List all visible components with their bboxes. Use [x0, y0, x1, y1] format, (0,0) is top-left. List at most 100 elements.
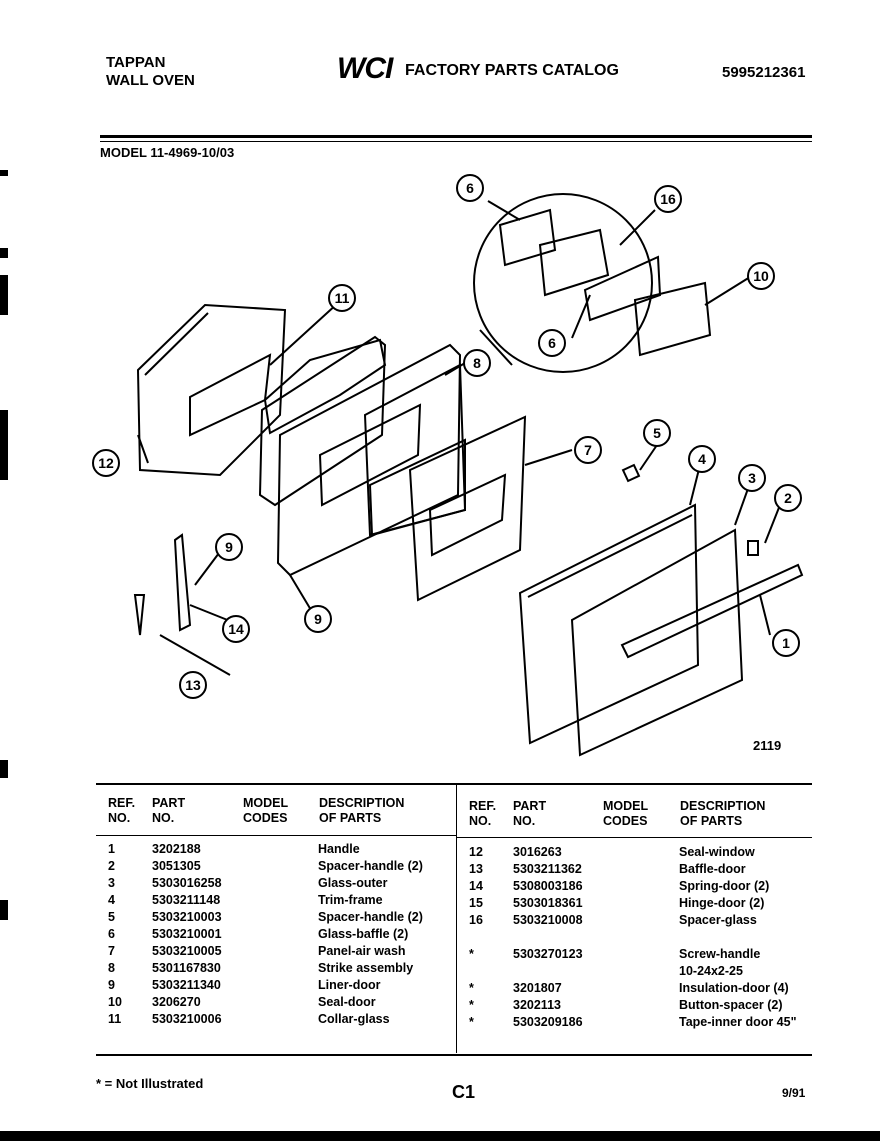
cell-part	[513, 964, 679, 981]
table-center-divider	[456, 783, 457, 1053]
callout-4	[688, 445, 716, 473]
svg-text:11: 11	[335, 290, 350, 306]
cell-desc: Strike assembly	[318, 961, 414, 975]
cell-ref: 3	[108, 876, 115, 890]
cell-ref: 16	[469, 913, 483, 927]
cell-desc: Handle	[318, 842, 360, 856]
callout-14	[179, 671, 207, 699]
cell-part: 5303210006	[152, 1012, 222, 1026]
cell-desc: Glass-outer	[318, 876, 388, 890]
callout-9	[304, 605, 332, 633]
cell-part: 5303211148	[152, 893, 221, 907]
binding-mark	[0, 760, 8, 778]
model-number: MODEL 11-4969-10/03	[100, 145, 235, 160]
part-7-panel	[408, 415, 527, 602]
cell-desc: Trim-frame	[318, 893, 383, 907]
cell-part: 3206270	[152, 995, 201, 1009]
cell-desc: Tape-inner door 45"	[679, 1015, 797, 1029]
cell-desc: Insulation-door (4)	[679, 981, 789, 995]
wci-logo: WCI	[337, 52, 395, 84]
cell-ref: *	[469, 981, 474, 995]
cell-part: 3202113	[513, 998, 561, 1012]
svg-text:3: 3	[748, 470, 756, 486]
cell-desc: Screw-handle	[679, 947, 761, 961]
cell-part: 5303270123	[513, 947, 583, 961]
svg-text:13: 13	[185, 677, 201, 693]
table-row: 9 5303211340 Liner-door	[108, 978, 448, 995]
part-8-strike	[363, 363, 467, 537]
brand-line-2: WALL OVEN	[106, 72, 195, 89]
table-row: * 3201807 Insulation-door (4)	[469, 981, 819, 998]
footnote-not-illustrated: * = Not Illustrated	[96, 1076, 204, 1091]
cell-desc: Liner-door	[318, 978, 381, 992]
table-bottom-rule	[96, 1054, 812, 1056]
header-rule-thin	[100, 141, 812, 142]
cell-ref: 10	[108, 995, 122, 1009]
cell-part: 3016263	[513, 845, 562, 859]
callout-12	[328, 284, 356, 312]
callout-11	[747, 262, 775, 290]
cell-part: 5303210003	[152, 910, 222, 924]
cell-part: 5303210001	[152, 927, 222, 941]
callout-13	[92, 449, 120, 477]
callout-2	[774, 484, 802, 512]
cell-ref: 11	[108, 1012, 122, 1026]
cell-part: 5303211340	[152, 978, 221, 992]
part-5-spacer	[621, 463, 641, 483]
svg-text:6: 6	[466, 180, 474, 196]
binding-mark	[0, 248, 8, 258]
part-3-glass-outer	[570, 528, 744, 757]
cell-ref: 8	[108, 961, 115, 975]
svg-text:12: 12	[98, 455, 114, 471]
svg-text:1: 1	[782, 635, 790, 651]
callout-5	[643, 419, 671, 447]
figure-number: 2119	[753, 738, 781, 753]
table-top-rule	[96, 783, 812, 785]
callout-7	[574, 436, 602, 464]
cell-desc: Spring-door (2)	[679, 879, 770, 893]
cell-part: 3201807	[513, 981, 562, 995]
cell-ref: 9	[108, 978, 115, 992]
cell-ref: 2	[108, 859, 115, 873]
svg-text:4: 4	[698, 451, 706, 467]
cell-desc: Seal-window	[679, 845, 755, 859]
cell-ref: 14	[469, 879, 483, 893]
cell-desc: Hinge-door (2)	[679, 896, 765, 910]
callout-15	[222, 615, 250, 643]
catalog-title: FACTORY PARTS CATALOG	[405, 62, 619, 79]
callout-8	[463, 349, 491, 377]
catalog-date: 9/91	[782, 1086, 806, 1100]
cell-desc: Spacer-handle (2)	[318, 859, 423, 873]
header-ref: REF.NO.	[108, 796, 136, 825]
cell-desc: Baffle-door	[679, 862, 746, 876]
cell-ref: 13	[469, 862, 483, 876]
cell-desc: Panel-air wash	[318, 944, 406, 958]
part-13-baffle-door	[136, 303, 287, 477]
svg-text:14: 14	[228, 621, 244, 637]
svg-text:5: 5	[653, 425, 661, 441]
part-10-seal-door	[258, 335, 387, 507]
cell-ref	[469, 964, 513, 981]
header-rule	[100, 135, 812, 138]
binding-mark	[0, 170, 8, 176]
svg-text:9: 9	[314, 611, 322, 627]
table-row: 12 3016263 Seal-window	[469, 845, 819, 862]
part-9-liner-door	[276, 343, 462, 577]
cell-ref: 12	[469, 845, 483, 859]
cell-part: 5303209186	[513, 1015, 583, 1029]
